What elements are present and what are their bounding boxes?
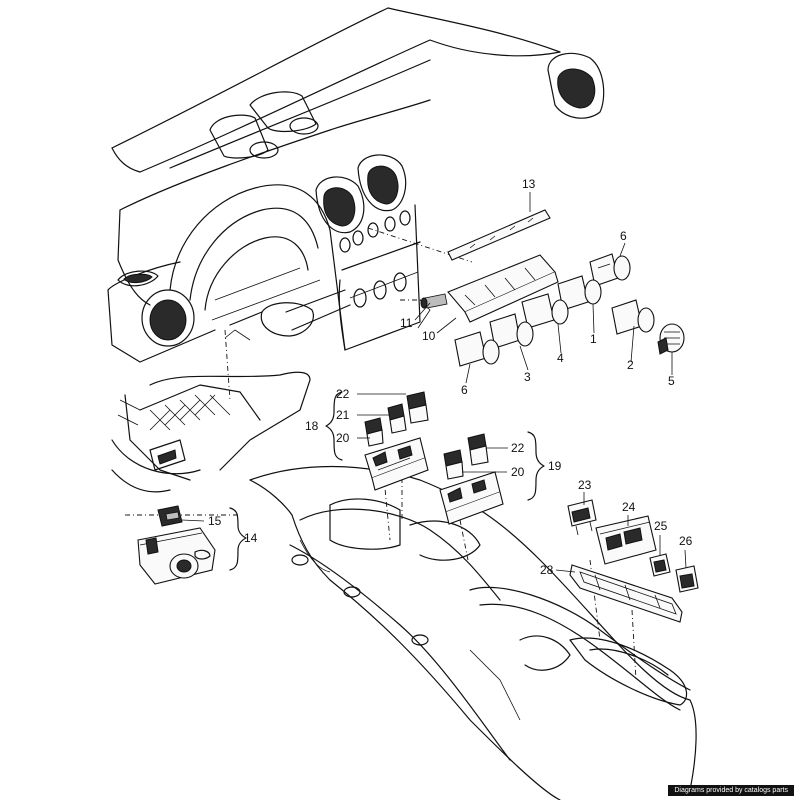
part-24-switch-block: [595, 515, 657, 565]
callout-15: 15: [208, 514, 222, 528]
callout-19: 19: [548, 459, 562, 473]
callout-26: 26: [679, 534, 693, 548]
callout-2: 2: [627, 358, 634, 372]
callout-22-lower: 22: [511, 441, 525, 455]
callout-1: 1: [590, 332, 597, 346]
callout-6-top: 6: [620, 229, 627, 243]
leader-lines: [181, 192, 687, 573]
callout-4: 4: [557, 351, 564, 365]
air-vent-left-corner: [117, 270, 159, 287]
brace-18: [325, 391, 343, 461]
callout-labels: 13 6 11 10 1 2 3 4 5 6 22 21 18 20 22 20…: [208, 177, 693, 577]
part-26-switch: [675, 565, 699, 593]
callout-6-bottom: 6: [461, 383, 468, 397]
part-4-switch: [521, 293, 569, 329]
callout-22-upper: 22: [336, 387, 350, 401]
part-15-connector: [157, 505, 183, 527]
part-10-switch-carrier: [447, 254, 559, 323]
brace-14: [229, 507, 247, 571]
lower-left-assembly: [111, 371, 311, 493]
part-22-upper-switch: [406, 391, 429, 424]
part-23-switch: [567, 499, 597, 536]
air-vent-right: [547, 52, 605, 119]
dashboard-outline: [107, 7, 561, 363]
part-20-lower-switch: [443, 449, 464, 480]
callout-18: 18: [305, 419, 319, 433]
callout-28: 28: [540, 563, 554, 577]
callout-10: 10: [422, 329, 436, 343]
part-6-upper-switch: [589, 253, 631, 287]
callout-25: 25: [654, 519, 668, 533]
part-25-switch: [649, 553, 671, 577]
callout-21: 21: [336, 408, 350, 422]
part-22-lower-switch: [467, 433, 489, 466]
callout-24: 24: [622, 500, 636, 514]
part-3-switch: [489, 313, 534, 349]
brace-19: [527, 431, 545, 501]
center-console: [249, 465, 697, 800]
air-vent-center-left: [315, 176, 365, 234]
part-11-screw: [420, 293, 448, 309]
callout-20-upper: 20: [336, 431, 350, 445]
part-2-switch: [611, 299, 655, 335]
footer-credit: Diagrams provided by catalogs parts: [668, 785, 794, 796]
part-21-switch: [387, 403, 407, 434]
callout-3: 3: [524, 370, 531, 384]
callout-5: 5: [668, 374, 675, 388]
part-5-knob: [657, 323, 685, 355]
part-18-switch-bracket: [364, 437, 429, 491]
callout-20-lower: 20: [511, 465, 525, 479]
callout-11: 11: [400, 316, 413, 330]
part-19-switch-bracket: [439, 471, 504, 525]
part-20-upper-switch: [364, 417, 384, 447]
part-13-cover-strip: [447, 209, 551, 261]
callout-23: 23: [578, 478, 592, 492]
part-6-lower-switch: [454, 331, 500, 367]
callout-14: 14: [244, 531, 258, 545]
part-14-light-switch: [137, 527, 216, 585]
callout-13: 13: [522, 177, 536, 191]
air-vent-center-right: [357, 154, 407, 212]
part-28-switch-frame: [569, 564, 683, 623]
air-vent-left-round: [141, 289, 195, 347]
